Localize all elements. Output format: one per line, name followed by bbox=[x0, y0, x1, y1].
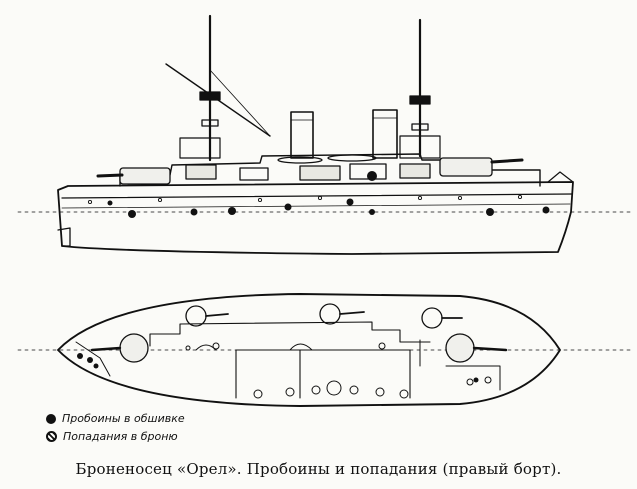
armor-hit-marker-icon bbox=[46, 431, 57, 442]
legend-label-armor-hits: Попадания в броню bbox=[63, 430, 178, 443]
plan-fwd-turret bbox=[445, 333, 475, 363]
main-deck-line bbox=[61, 193, 573, 199]
aft-turret bbox=[119, 167, 171, 185]
plan-view bbox=[17, 293, 631, 407]
bow bbox=[547, 171, 574, 183]
funnel-fwd bbox=[372, 109, 398, 159]
stern-notch bbox=[57, 227, 71, 247]
belt-line bbox=[61, 203, 571, 209]
legend-item-holes: Пробоины в обшивке bbox=[46, 412, 185, 425]
hull-side bbox=[57, 181, 574, 255]
side-view bbox=[17, 14, 631, 255]
hole-marker-icon bbox=[46, 413, 56, 424]
derrick bbox=[165, 63, 271, 137]
funnel-aft bbox=[290, 111, 314, 159]
deck-outline bbox=[57, 293, 561, 407]
plan-hits bbox=[77, 353, 479, 383]
figure-caption: Броненосец «Орел». Пробоины и попадания … bbox=[75, 460, 562, 478]
legend-item-armor-hits: Попадания в броню bbox=[46, 430, 178, 443]
side-hits bbox=[107, 171, 550, 218]
legend-label-holes: Пробоины в обшивке bbox=[62, 412, 185, 425]
plan-aft-turret bbox=[119, 333, 149, 363]
fwd-turret bbox=[439, 157, 493, 177]
portholes bbox=[87, 194, 523, 205]
